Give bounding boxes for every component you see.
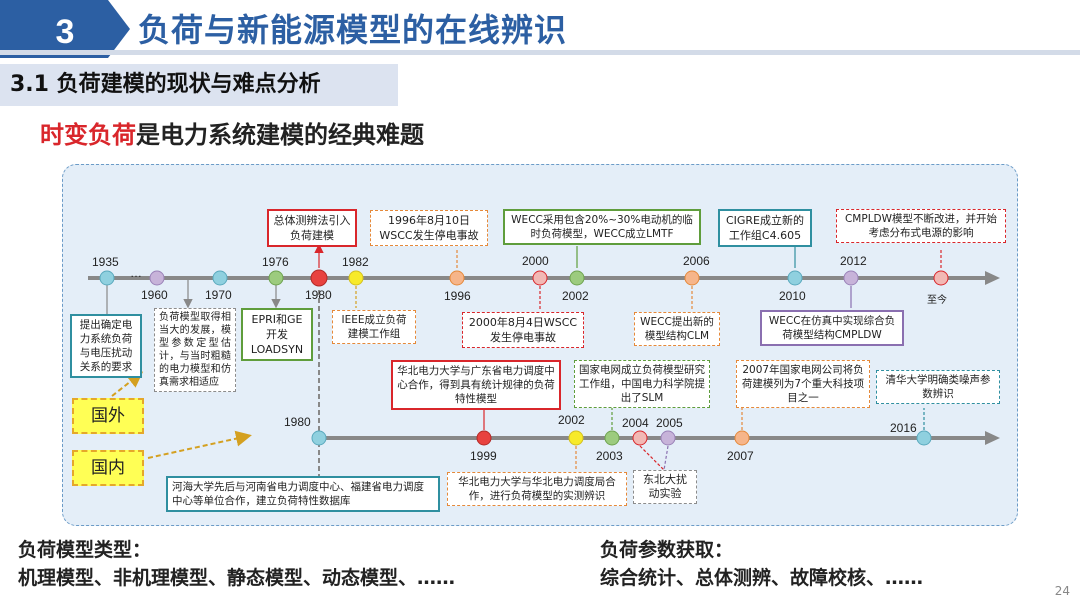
year-label: 1970	[205, 288, 232, 302]
event-box-1982: IEEE成立负荷建模工作组	[332, 310, 416, 344]
page-title: 负荷与新能源模型的在线辨识	[138, 11, 568, 49]
year-label: 1976	[262, 255, 289, 269]
event-box-2016: 清华大学明确类噪声参数辨识	[876, 370, 1000, 404]
param-acquisition-list: 综合统计、总体测辨、故障校核、……	[600, 567, 924, 589]
section-number: 3	[55, 13, 75, 51]
year-label: 2004	[622, 416, 649, 430]
year-label: 至今	[927, 295, 947, 306]
model-types-list: 机理模型、非机理模型、静态模型、动态模型、……	[18, 567, 456, 589]
event-box-1960s: 负荷模型取得相当大的发展，模型参数定型估计，与当时粗糙的电力模型和仿真需求相适应	[154, 308, 236, 392]
year-label: 1982	[342, 255, 369, 269]
subsection-title: 3.1 负荷建模的现状与难点分析	[10, 72, 321, 97]
event-box-1935: 提出确定电力系统负荷与电压扰动关系的要求	[70, 314, 142, 378]
event-box-2003: 国家电网成立负荷模型研究工作组，中国电力科学院提出了SLM	[574, 360, 710, 408]
event-box-2000: 2000年8月4日WSCC发生停电事故	[462, 312, 584, 348]
headline: 时变负荷是电力系统建模的经典难题	[40, 118, 424, 152]
headline-rest: 是电力系统建模的经典难题	[136, 121, 424, 149]
param-acquisition-title: 负荷参数获取：	[600, 539, 734, 561]
event-box-1980: 总体测辨法引入负荷建模	[267, 209, 357, 247]
year-label: 2000	[522, 254, 549, 268]
headline-highlight: 时变负荷	[40, 121, 136, 149]
event-box-now: CMPLDW模型不断改进，并开始考虑分布式电源的影响	[836, 209, 1006, 243]
year-label: …	[130, 266, 142, 280]
year-label: 2003	[596, 449, 623, 463]
year-label: 1960	[141, 288, 168, 302]
subsection-bar	[0, 64, 398, 106]
year-label: 1980	[305, 288, 332, 302]
event-box-2002-bottom: 华北电力大学与华北电力调度局合作，进行负荷模型的实测辨识	[447, 472, 627, 506]
event-box-hohai: 河海大学先后与河南省电力调度中心、福建省电力调度中心等单位合作，建立负荷特性数据…	[166, 476, 440, 512]
year-label: 1935	[92, 255, 119, 269]
page-number: 24	[1054, 584, 1070, 598]
event-box-2004-2005: 东北大扰动实验	[633, 470, 697, 504]
tag-domestic: 国内	[72, 450, 144, 486]
header-band	[0, 0, 1080, 58]
event-box-1999: 华北电力大学与广东省电力调度中心合作，得到具有统计规律的负荷特性模型	[391, 360, 561, 410]
tag-foreign: 国外	[72, 398, 144, 434]
year-label: 2012	[840, 254, 867, 268]
event-box-2012: WECC在仿真中实现综合负荷模型结构CMPLDW	[760, 310, 904, 346]
event-box-2006: WECC提出新的模型结构CLM	[634, 312, 720, 346]
year-label: 2006	[683, 254, 710, 268]
year-label: 2002	[558, 413, 585, 427]
year-label: 2010	[779, 289, 806, 303]
event-box-2007: 2007年国家电网公司将负荷建模列为7个重大科技项目之一	[736, 360, 870, 408]
year-label: 1996	[444, 289, 471, 303]
model-types-title: 负荷模型类型：	[18, 539, 152, 561]
year-label: 2007	[727, 449, 754, 463]
event-box-2002: WECC采用包含20%~30%电动机的临时负荷模型，WECC成立LMTF	[503, 209, 701, 245]
event-box-1976: EPRI和GE开发LOADSYN	[241, 308, 313, 361]
year-label: 2016	[890, 421, 917, 435]
event-box-1996: 1996年8月10日WSCC发生停电事故	[370, 210, 488, 246]
year-label: 2005	[656, 416, 683, 430]
year-label: 2002	[562, 289, 589, 303]
event-box-2010: CIGRE成立新的工作组C4.605	[718, 209, 812, 247]
year-label: 1999	[470, 449, 497, 463]
year-label: 1980	[284, 415, 311, 429]
